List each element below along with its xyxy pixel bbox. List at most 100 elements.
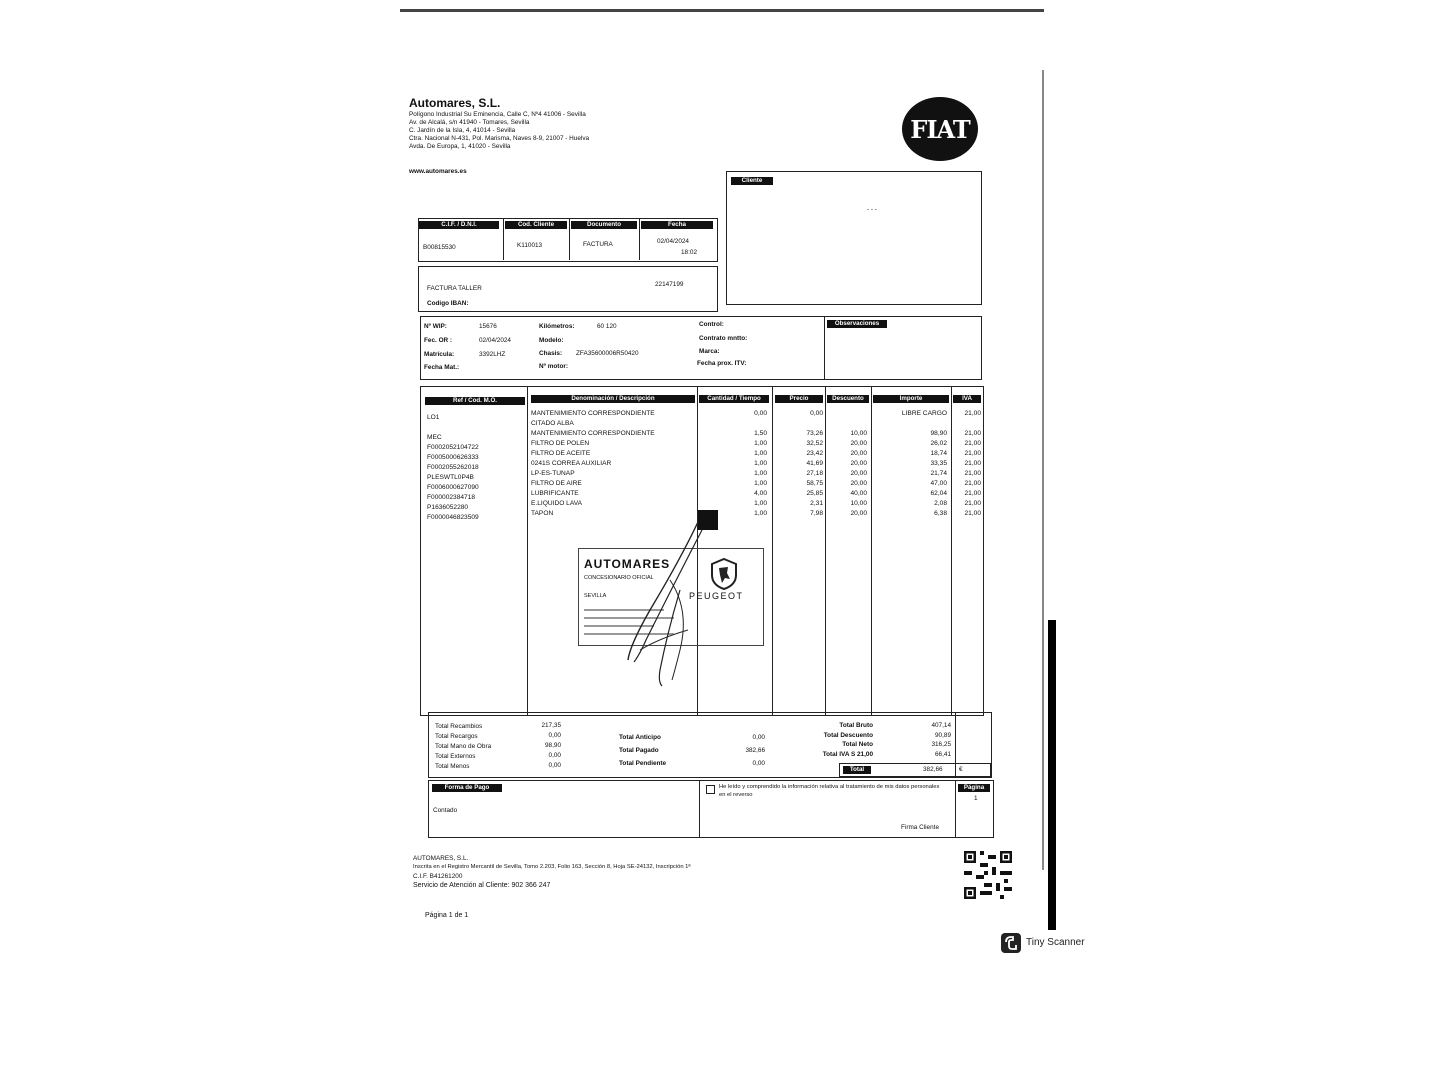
line-iva: 21,00: [964, 430, 981, 437]
line-amount: 18,74: [930, 450, 947, 457]
fecha-value: 02/04/2024: [657, 238, 689, 245]
col-header-price: Precio: [775, 395, 823, 403]
line-iva: 21,00: [964, 510, 981, 517]
total-left-label: Total Recargos: [435, 733, 478, 740]
consent-checkbox[interactable]: [706, 785, 715, 794]
line-discount: [825, 409, 867, 419]
marca-label: Marca:: [699, 348, 720, 355]
total-label: Total: [843, 766, 871, 774]
total-left-value: 217,35: [541, 722, 561, 729]
qr-code-icon: [964, 851, 1012, 899]
line-price: 32,52: [806, 440, 823, 447]
line-ref: F000002384718: [427, 494, 476, 501]
line-description: TAPON: [531, 510, 554, 517]
total-left-value: 98,90: [545, 742, 561, 749]
line-iva: [953, 419, 981, 429]
line-iva: 21,00: [964, 480, 981, 487]
km-value: 60 120: [597, 323, 617, 330]
line-amount: 6,38: [934, 510, 947, 517]
line-amount: LIBRE CARGO: [901, 410, 947, 417]
wip-value: 15676: [479, 323, 497, 330]
line-discount: 20,00: [850, 480, 867, 487]
line-price: 25,85: [806, 490, 823, 497]
total-mid-value: 0,00: [752, 760, 765, 767]
line-amount: 21,74: [930, 470, 947, 477]
line-quantity: 1,00: [754, 510, 767, 517]
line-iva: 21,00: [964, 490, 981, 497]
line-amount: 47,00: [930, 480, 947, 487]
line-price: 58,75: [806, 480, 823, 487]
line-quantity: 1,00: [754, 450, 767, 457]
header-documento: Documento: [571, 221, 637, 229]
line-discount: 10,00: [850, 430, 867, 437]
consent-text: He leído y comprendido la información re…: [719, 784, 940, 798]
fecor-value: 02/04/2024: [479, 337, 511, 344]
total-left-label: Total Recambios: [435, 723, 483, 730]
col-header-ref: Ref / Cod. M.O.: [425, 397, 525, 405]
line-quantity: 0,00: [754, 410, 767, 417]
company-name: Automares, S.L.: [409, 96, 501, 110]
line-discount: 20,00: [850, 440, 867, 447]
footer-page: Página 1 de 1: [425, 912, 469, 919]
line-price: 2,31: [810, 500, 823, 507]
col-header-iva: IVA: [953, 395, 981, 403]
itv-label: Fecha prox. ITV:: [697, 360, 747, 367]
company-address-line: Av. de Alcalá, s/n 41940 - Tomares, Sevi…: [409, 119, 530, 126]
line-description: E.LIQUIDO LAVA: [531, 500, 583, 507]
line-price: 0,00: [810, 410, 823, 417]
fiat-logo: FIAT: [902, 97, 978, 161]
matricula-label: Matrícula:: [424, 351, 455, 358]
line-discount: 20,00: [850, 450, 867, 457]
line-quantity: 1,00: [754, 440, 767, 447]
line-amount: [873, 419, 947, 429]
line-amount: 26,02: [930, 440, 947, 447]
line-quantity: 1,50: [754, 430, 767, 437]
black-square-mark: [698, 510, 718, 530]
company-website: www.automares.es: [409, 168, 467, 175]
paper-right-edge: [1042, 70, 1044, 870]
company-address-line: Ctra. Nacional N-431, Pol. Marisma, Nave…: [409, 135, 590, 142]
line-discount: 40,00: [850, 490, 867, 497]
line-description: CITADO ALBA: [531, 420, 574, 427]
invoice-type: FACTURA TALLER: [427, 285, 482, 292]
line-price: 41,69: [806, 460, 823, 467]
line-ref: F0002052104722: [427, 444, 479, 451]
peugeot-lion-icon: [711, 557, 737, 591]
line-ref: LO1: [427, 414, 440, 421]
line-description: 0241S CORREA AUXILIAR: [531, 460, 612, 467]
paper-shadow: [1048, 620, 1056, 930]
logo-text: FIAT: [910, 114, 970, 144]
page-box: Página 1: [956, 780, 994, 838]
signature-scribble: [627, 521, 703, 687]
line-discount: [825, 419, 867, 429]
line-description: LP-ES-TUNAP: [531, 470, 575, 477]
documento-value: FACTURA: [583, 241, 613, 248]
total-mid-label: Total Pagado: [619, 747, 659, 754]
client-value: - - -: [867, 206, 877, 213]
chasis-value: ZFA35600006R50420: [576, 350, 639, 357]
fechamat-label: Fecha Mat.:: [424, 364, 460, 371]
stamp-line: SEVILLA: [584, 593, 607, 599]
line-amount: 62,04: [930, 490, 947, 497]
line-price: [775, 419, 823, 429]
total-right-value: 90,89: [935, 731, 951, 739]
modelo-label: Modelo:: [539, 337, 564, 344]
watermark-text: Tiny Scanner: [1026, 937, 1085, 948]
line-iva: 21,00: [964, 500, 981, 507]
lines-table: Ref / Cod. M.O. Denominación / Descripci…: [420, 386, 984, 716]
total-left-value: 0,00: [548, 752, 561, 759]
total-left-label: Total Menos: [435, 763, 470, 770]
total-right-label: Total Bruto: [839, 722, 873, 729]
line-iva: 21,00: [964, 450, 981, 457]
contrato-label: Contrato mntto:: [699, 335, 748, 342]
line-description: FILTRO DE ACEITE: [531, 450, 591, 457]
col-header-disc: Descuento: [827, 395, 869, 403]
total-right-value: 316,25: [931, 741, 951, 748]
company-address-line: Avda. De Europa, 1, 41020 - Sevilla: [409, 143, 511, 150]
